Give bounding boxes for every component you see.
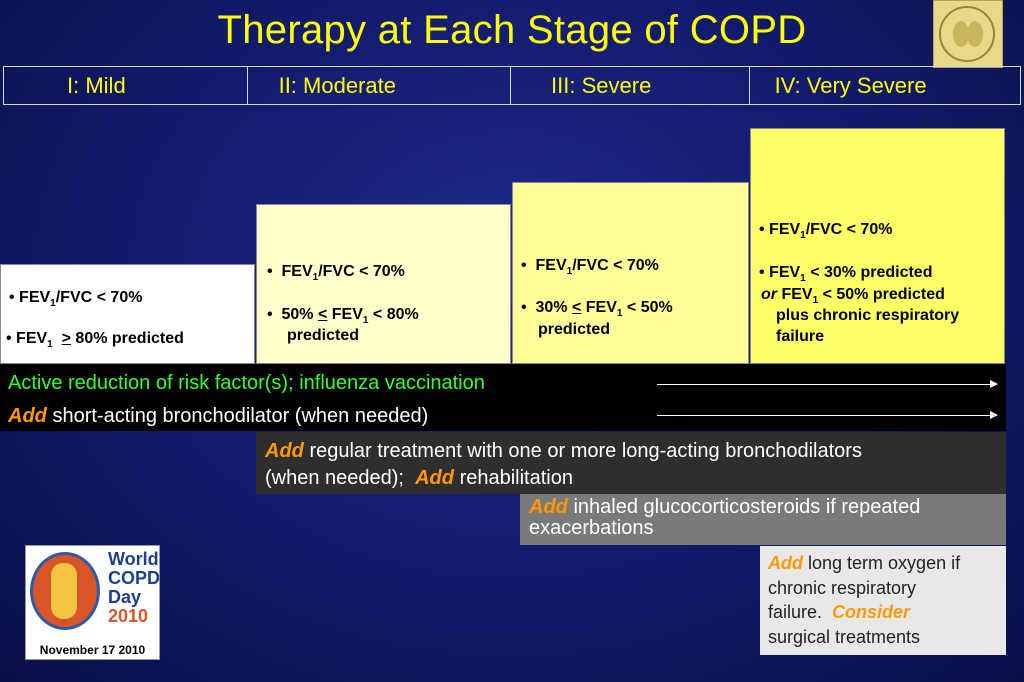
wcd-date: November 17 2010	[39, 643, 146, 657]
risk-reduction-text: Active reduction of risk factor(s); infl…	[8, 372, 485, 394]
criteria-mild: • FEV1/FVC < 70% • FEV1 > 80% predicted	[0, 264, 255, 364]
criteria-very-severe: • FEV1/FVC < 70% • FEV1 < 30% predicted …	[750, 128, 1005, 364]
criteria-line: • 50% < FEV1 < 80%	[267, 306, 419, 327]
oxygen-text: chronic respiratory	[768, 578, 917, 598]
oxygen-text: Add long term oxygen if	[768, 553, 961, 573]
criteria-moderate: • FEV1/FVC < 70% • 50% < FEV1 < 80% pred…	[256, 204, 511, 364]
criteria-line: • FEV1/FVC < 70%	[759, 221, 893, 242]
gold-logo	[933, 0, 1003, 68]
stage-severe: III: Severe	[511, 67, 750, 104]
stage-very-severe: IV: Very Severe	[774, 73, 927, 98]
criteria-severe: • FEV1/FVC < 70% • 30% < FEV1 < 50% pred…	[512, 182, 749, 364]
wcd-text: World COPD Day 2010	[108, 549, 160, 626]
criteria-line: • 30% < FEV1 < 50%	[521, 299, 673, 320]
stage-mild: I: Mild	[4, 67, 248, 104]
criteria-line: • FEV1 < 30% predicted	[759, 264, 933, 285]
criteria-line: predicted	[287, 327, 360, 344]
lung-icon	[953, 21, 969, 47]
stage-moderate: II: Moderate	[248, 67, 512, 104]
criteria-line: • FEV1/FVC < 70%	[267, 263, 405, 284]
therapy-moderate-up: Add regular treatment with one or more l…	[256, 432, 1006, 494]
arrow-right-icon	[657, 380, 998, 388]
arrow-right-icon	[657, 411, 998, 419]
oxygen-text: surgical treatments	[768, 627, 921, 647]
ics-text: Add inhaled glucocorticosteroids if repe…	[529, 496, 921, 518]
page-title: Therapy at Each Stage of COPD	[217, 8, 807, 52]
world-copd-day-logo: World COPD Day 2010 November 17 2010	[25, 545, 160, 660]
rehab-text: (when needed); Add rehabilitation	[265, 467, 573, 489]
stage-header: I: Mild II: Moderate III: Severe IV: Ver…	[3, 66, 1021, 105]
therapy-very-severe: Add long term oxygen if chronic respirat…	[760, 546, 1006, 655]
ics-text: exacerbations	[529, 517, 654, 539]
criteria-line: failure	[776, 328, 825, 345]
long-acting-text: Add regular treatment with one or more l…	[265, 440, 862, 462]
oxygen-text: failure. Consider	[768, 602, 911, 622]
criteria-line: • FEV1/FVC < 70%	[9, 289, 143, 310]
criteria-line: plus chronic respiratory	[776, 307, 960, 324]
criteria-line: • FEV1 > 80% predicted	[6, 330, 184, 351]
therapy-severe-up: Add inhaled glucocorticosteroids if repe…	[520, 494, 1006, 545]
globe-icon	[30, 552, 100, 630]
short-acting-text: Add short-acting bronchodilator (when ne…	[8, 405, 429, 427]
lung-icon	[967, 21, 983, 47]
criteria-line: • FEV1/FVC < 70%	[521, 257, 659, 278]
therapy-all-stages: Active reduction of risk factor(s); infl…	[0, 364, 1006, 431]
gold-logo-ring	[939, 6, 995, 62]
criteria-line: predicted	[538, 321, 611, 338]
criteria-line: or FEV1 < 50% predicted	[761, 286, 945, 307]
